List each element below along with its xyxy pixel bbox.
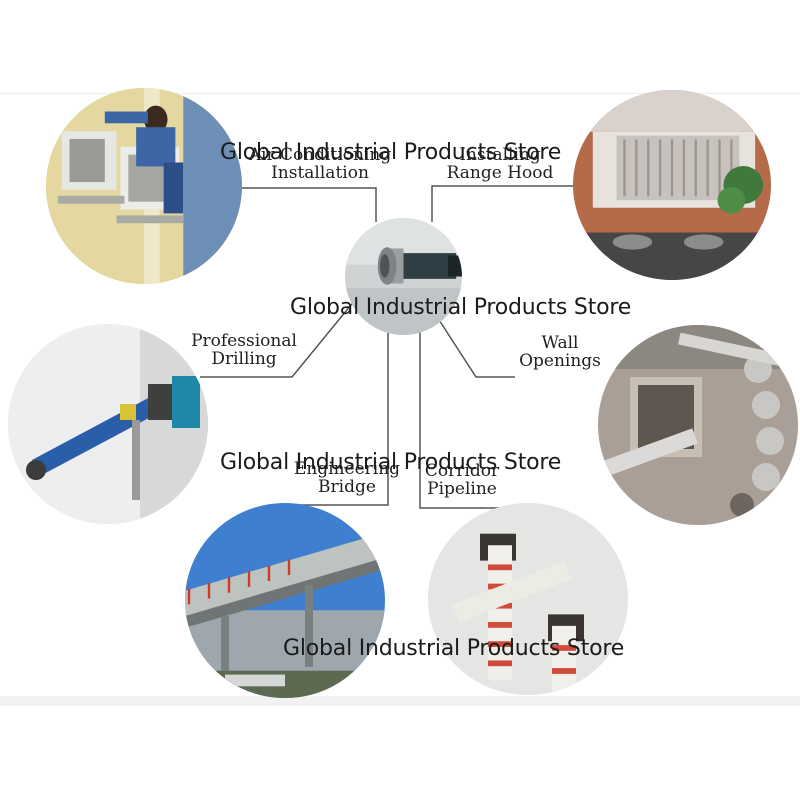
label-corridor-pipeline: Corridor Pipeline <box>410 462 514 498</box>
wall-openings-image <box>598 325 798 525</box>
professional-drilling-image <box>8 324 208 524</box>
range-hood-image <box>573 90 771 280</box>
store-watermark-middle: Global Industrial Products Store <box>290 295 632 320</box>
label-line-1: Air Conditioning <box>248 145 392 165</box>
label-line-1: Engineering <box>293 459 401 479</box>
label-line-1: Professional <box>191 331 297 351</box>
label-line-1: Corridor <box>424 461 500 481</box>
store-watermark-bottom: Global Industrial Products Store <box>283 636 625 661</box>
label-line-2: Pipeline <box>427 479 497 499</box>
label-air-conditioning-installation: Air Conditioning Installation <box>240 146 400 182</box>
label-installing-range-hood: Installing Range Hood <box>420 146 580 182</box>
air-conditioning-installation-image <box>46 88 242 284</box>
bottom-strip <box>0 696 800 706</box>
label-line-1: Wall <box>541 333 579 353</box>
store-watermark-top: Global Industrial Products Store <box>220 140 562 165</box>
engineering-bridge-image <box>185 503 385 698</box>
label-line-2: Installation <box>271 163 369 183</box>
corridor-pipeline-image <box>428 503 628 695</box>
label-line-2: Drilling <box>211 349 277 369</box>
label-line-1: Installing <box>459 145 541 165</box>
store-watermark-lower: Global Industrial Products Store <box>220 450 562 475</box>
label-line-2: Range Hood <box>446 163 554 183</box>
label-professional-drilling: Professional Drilling <box>178 332 310 368</box>
label-line-2: Bridge <box>318 477 376 497</box>
label-wall-openings: Wall Openings <box>508 334 612 370</box>
label-line-2: Openings <box>519 351 601 371</box>
label-engineering-bridge: Engineering Bridge <box>270 460 424 496</box>
